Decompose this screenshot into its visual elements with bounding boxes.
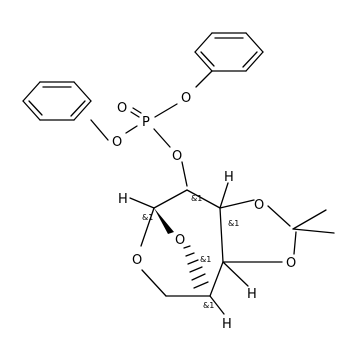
- stereo-label-c5: &1: [142, 213, 153, 222]
- hashed-bond-bridge: [183, 245, 209, 289]
- phosphate-bonds: [90, 70, 213, 187]
- oxygen-phenoxy-left: O: [112, 135, 122, 150]
- hydrogen-top: H: [224, 170, 234, 185]
- stereo-label-c1: &1: [203, 301, 214, 310]
- hydrogen-bottom: H: [222, 317, 232, 332]
- oxygen-double-bond: O: [117, 101, 127, 116]
- hydrogen-lower: H: [247, 287, 257, 302]
- bicyclic-skeleton: [129, 182, 335, 315]
- oxygen-phenoxy-top: O: [181, 91, 191, 106]
- stereo-label-c2: &1: [200, 255, 211, 264]
- stereo-label-c3: &1: [228, 219, 239, 228]
- oxygen-bridge: O: [175, 233, 185, 248]
- stereo-labels: &1 &1 &1 &1 &1: [142, 194, 239, 310]
- hydrogen-left: H: [118, 192, 128, 207]
- oxygen-dioxolane-lower: O: [286, 256, 296, 271]
- oxygen-ester: O: [172, 149, 182, 164]
- oxygen-ring: O: [132, 253, 142, 268]
- stereo-label-c4: &1: [191, 194, 202, 203]
- phosphorus-atom: P: [142, 115, 150, 130]
- atom-labels: P O O O O O O O O H H H H: [112, 91, 296, 332]
- phenyl-ring-left: [22, 81, 92, 121]
- phenyl-ring-top: [194, 32, 264, 72]
- oxygen-dioxolane-upper: O: [254, 198, 264, 213]
